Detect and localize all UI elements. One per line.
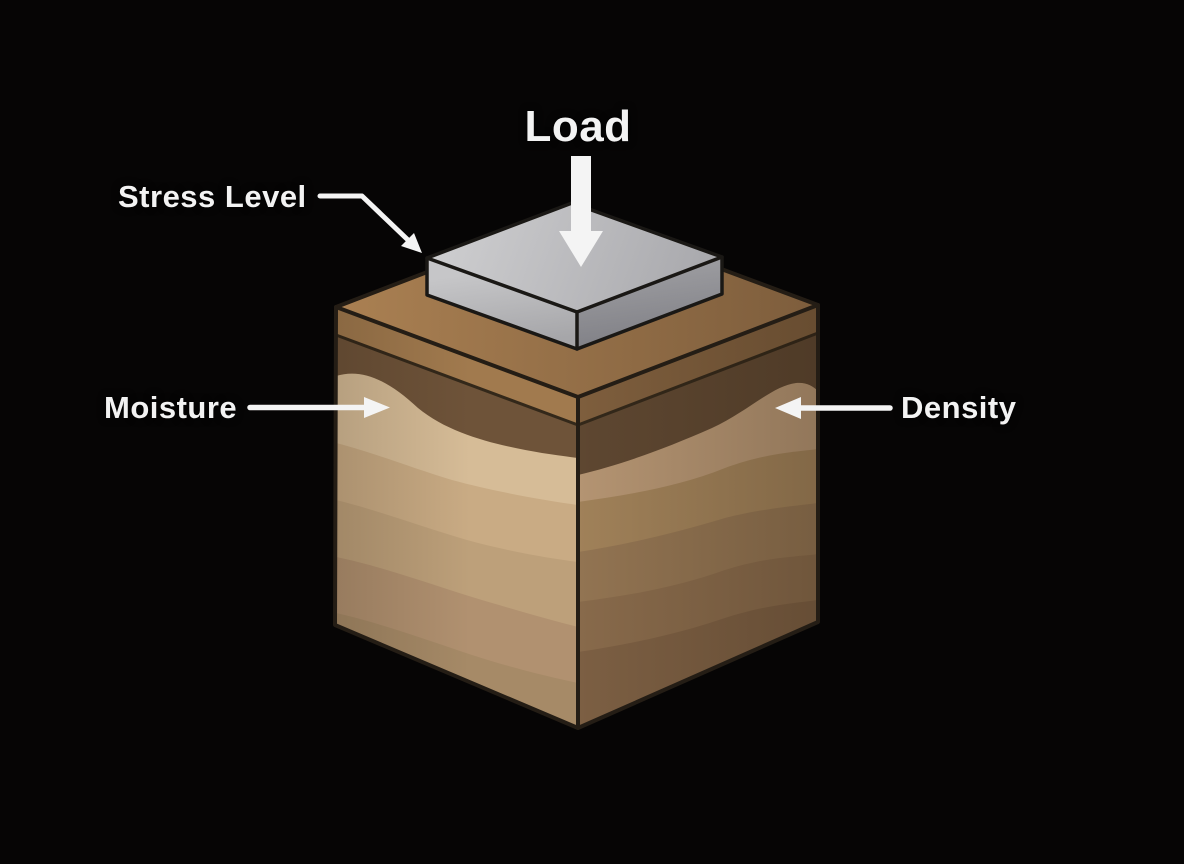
moisture-arrow (247, 397, 390, 418)
annotation-arrows (247, 156, 893, 419)
right-face-shading (578, 305, 818, 728)
density-label: Density (901, 390, 1017, 425)
density-arrow-head (775, 397, 801, 419)
left-face-shading (335, 307, 578, 728)
load-arrow (559, 156, 603, 267)
stress-level-arrow-line (317, 193, 411, 243)
load-arrow-head (559, 231, 603, 267)
density-arrow (775, 397, 893, 419)
moisture-label: Moisture (104, 390, 238, 425)
load-plate (425, 201, 724, 351)
stress-level-arrow (317, 193, 422, 253)
plate-right-side (577, 257, 722, 349)
stress-level-arrow-head (401, 233, 422, 253)
load-label: Load (524, 102, 632, 151)
soil-block (333, 213, 820, 730)
moisture-arrow-head (364, 397, 390, 418)
stress-level-label: Stress Level (118, 179, 307, 214)
load-arrow-shaft (571, 156, 591, 233)
plate-left-side (427, 258, 577, 349)
